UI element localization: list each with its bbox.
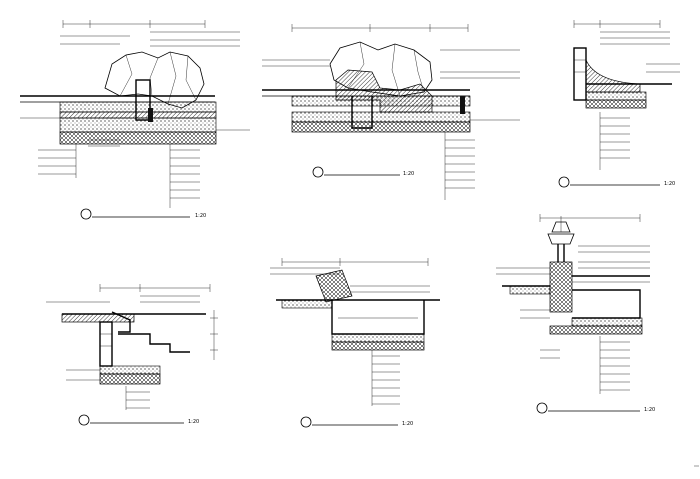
detail-b: 1:20 xyxy=(262,24,520,200)
detail-c-scale: 1:20 xyxy=(664,181,675,187)
detail-a-scale: 1:20 xyxy=(195,213,206,219)
detail-b-scale: 1:20 xyxy=(403,171,414,177)
detail-f-scale: 1:20 xyxy=(644,407,655,413)
detail-f: 1:20 xyxy=(496,214,655,414)
detail-d-scale: 1:20 xyxy=(188,419,199,425)
detail-e: 1:20 xyxy=(270,258,440,428)
detail-c: 1:20 xyxy=(558,20,680,188)
detail-a: 1:20 xyxy=(20,20,250,220)
detail-e-scale: 1:20 xyxy=(402,421,413,427)
detail-d: 1:20 xyxy=(46,284,218,426)
